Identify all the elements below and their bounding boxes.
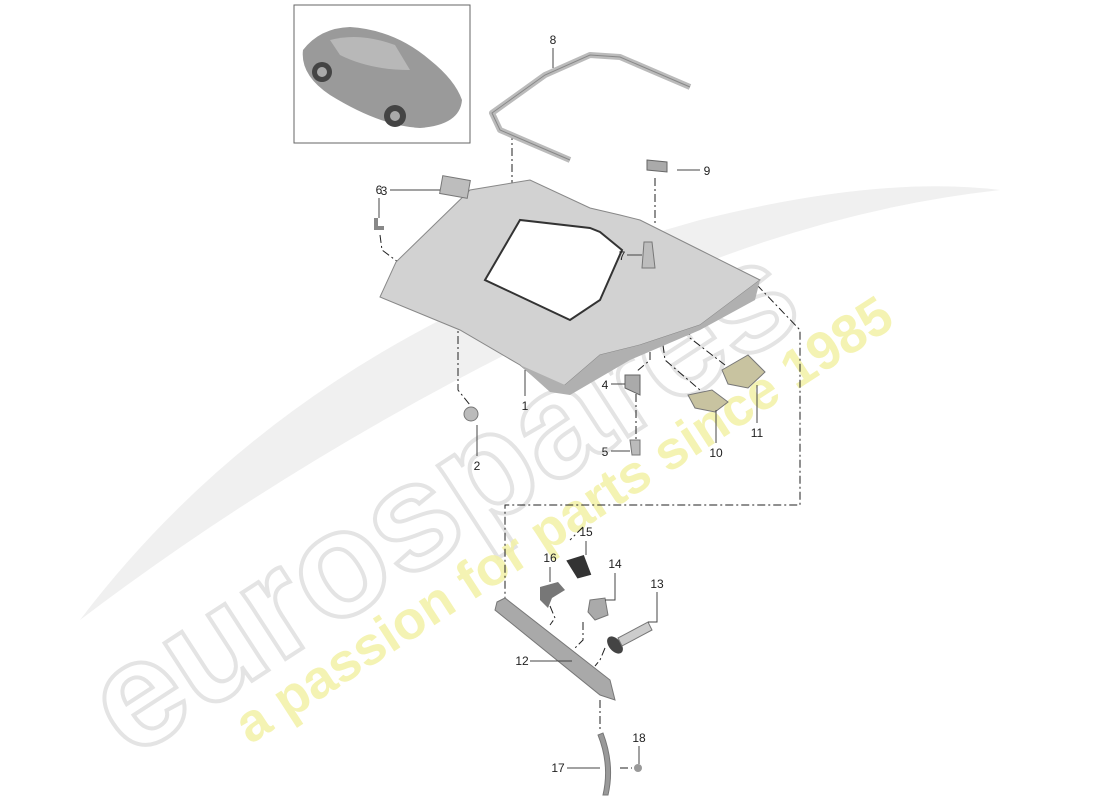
callout-6-visible: 6 bbox=[376, 183, 383, 197]
part-14-clip bbox=[587, 597, 609, 621]
vehicle-thumbnail bbox=[293, 4, 471, 144]
part-8-seal bbox=[489, 52, 692, 163]
callout-labels: 1 2 3 4 5 6 7 8 9 10 11 12 13 14 15 16 1… bbox=[376, 33, 764, 775]
callout-4: 4 bbox=[602, 378, 609, 392]
part-10-sunvisor-holder bbox=[687, 389, 729, 413]
callout-15: 15 bbox=[579, 525, 593, 539]
part-18-clip bbox=[634, 764, 642, 772]
callout-13: 13 bbox=[650, 577, 664, 591]
callout-5: 5 bbox=[602, 445, 609, 459]
callout-leaders bbox=[378, 48, 758, 769]
callout-8: 8 bbox=[550, 33, 557, 47]
callout-17: 17 bbox=[551, 761, 565, 775]
part-17-trim bbox=[597, 732, 612, 796]
callout-16: 16 bbox=[543, 551, 557, 565]
part-6-clip bbox=[374, 218, 384, 230]
callout-12: 12 bbox=[515, 654, 529, 668]
part-5-clip bbox=[629, 439, 641, 456]
callout-11: 11 bbox=[751, 426, 764, 440]
callout-2: 2 bbox=[474, 459, 481, 473]
part-12-pillar-trim bbox=[494, 597, 616, 701]
callout-1: 1 bbox=[522, 399, 529, 413]
part-16-clip bbox=[540, 582, 565, 608]
callout-18: 18 bbox=[632, 731, 646, 745]
part-7-plug bbox=[641, 241, 656, 269]
callout-7: 7 bbox=[619, 249, 626, 263]
part-3-cover bbox=[439, 175, 471, 199]
part-11-sunvisor-holder bbox=[721, 354, 766, 389]
callout-9: 9 bbox=[704, 164, 711, 178]
part-1-headliner bbox=[379, 179, 761, 395]
callout-3: 3 bbox=[381, 184, 388, 198]
part-2-nut bbox=[463, 406, 479, 422]
part-15-clip bbox=[566, 554, 592, 579]
callout-14: 14 bbox=[608, 557, 622, 571]
callout-10: 10 bbox=[709, 446, 723, 460]
part-13-fastener bbox=[607, 621, 653, 654]
part-9-clip bbox=[646, 159, 668, 173]
